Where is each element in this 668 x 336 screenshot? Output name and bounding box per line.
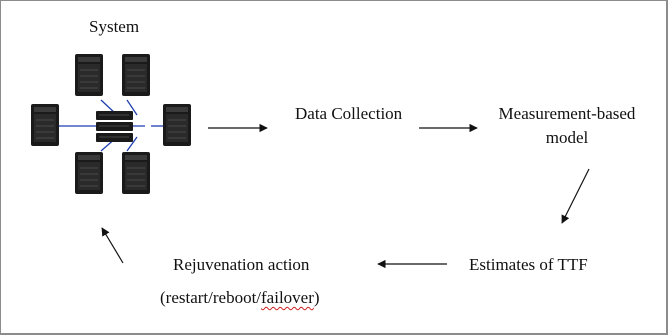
estimates-ttf-label: Estimates of TTF <box>469 255 588 274</box>
rejuvenation-detail-label: (restart/reboot/failover) <box>160 288 320 308</box>
server-icon <box>122 152 150 194</box>
network-switch-icon <box>96 111 133 142</box>
server-icon <box>31 104 59 146</box>
rejuvenation-action-label: Rejuvenation action <box>173 255 310 274</box>
link-top-right-server <box>126 99 138 116</box>
server-icon <box>122 54 150 96</box>
rejuvenation-detail-suffix: ) <box>313 288 320 307</box>
arrow-icon <box>561 168 590 224</box>
model-label-line1: Measurement-based <box>498 104 636 123</box>
arrow-icon <box>101 227 124 264</box>
server-icon <box>75 54 103 96</box>
rejuvenation-detail-prefix: (restart/reboot/ <box>160 288 262 307</box>
system-label: System <box>89 17 140 36</box>
data-collection-label: Data Collection <box>295 104 403 123</box>
server-icon <box>163 104 191 146</box>
link-bottom-right-server <box>126 136 138 152</box>
server-icon <box>75 152 103 194</box>
model-label-line2: model <box>545 128 589 147</box>
failover-word: failover <box>261 288 314 307</box>
